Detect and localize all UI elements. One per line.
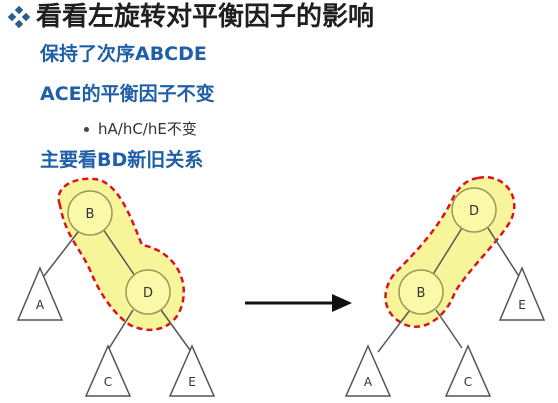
slide-title: 看看左旋转对平衡因子的影响 <box>36 2 375 32</box>
subtree-c-right-label: C <box>464 375 472 389</box>
subtree-e-left-label: E <box>188 375 196 389</box>
node-b-left <box>67 190 113 236</box>
diamond-bullet-icon <box>8 6 30 28</box>
node-b-right-label: B <box>417 286 426 301</box>
subtree-e-right <box>498 266 546 321</box>
subtree-a-left-label: A <box>36 298 45 312</box>
node-d-right-label: D <box>469 204 479 219</box>
slide-title-row: 看看左旋转对平衡因子的影响 <box>8 2 374 32</box>
point-order-kept: 保持了次序ABCDE <box>40 43 207 65</box>
subtree-a-right-label: A <box>364 375 373 389</box>
point-bd-relation: 主要看BD新旧关系 <box>40 149 204 171</box>
node-d-left <box>125 269 171 315</box>
subtree-c-left <box>84 344 132 397</box>
node-d-left-label: D <box>143 286 153 301</box>
subtree-e-left <box>168 344 216 397</box>
bullet-dot-icon <box>84 126 89 132</box>
sub-bullet-text: hA/hC/hE不变 <box>98 120 197 138</box>
subtree-c-left-label: C <box>104 375 112 389</box>
point-ace-balance: ACE的平衡因子不变 <box>40 83 215 105</box>
node-b-left-label: B <box>86 207 95 222</box>
subtree-c-right <box>444 344 492 397</box>
left-tree: A C E B D <box>16 177 216 397</box>
subtree-a-right <box>344 344 392 397</box>
node-b-right <box>398 269 444 315</box>
subtree-e-right-label: E <box>518 298 526 312</box>
subtree-a-left <box>16 266 64 321</box>
sub-bullet-heights: hA/hC/hE不变 <box>84 119 197 139</box>
right-tree: E A C D B <box>344 175 546 397</box>
right-arrow-icon <box>245 294 352 312</box>
node-d-right <box>451 187 497 233</box>
